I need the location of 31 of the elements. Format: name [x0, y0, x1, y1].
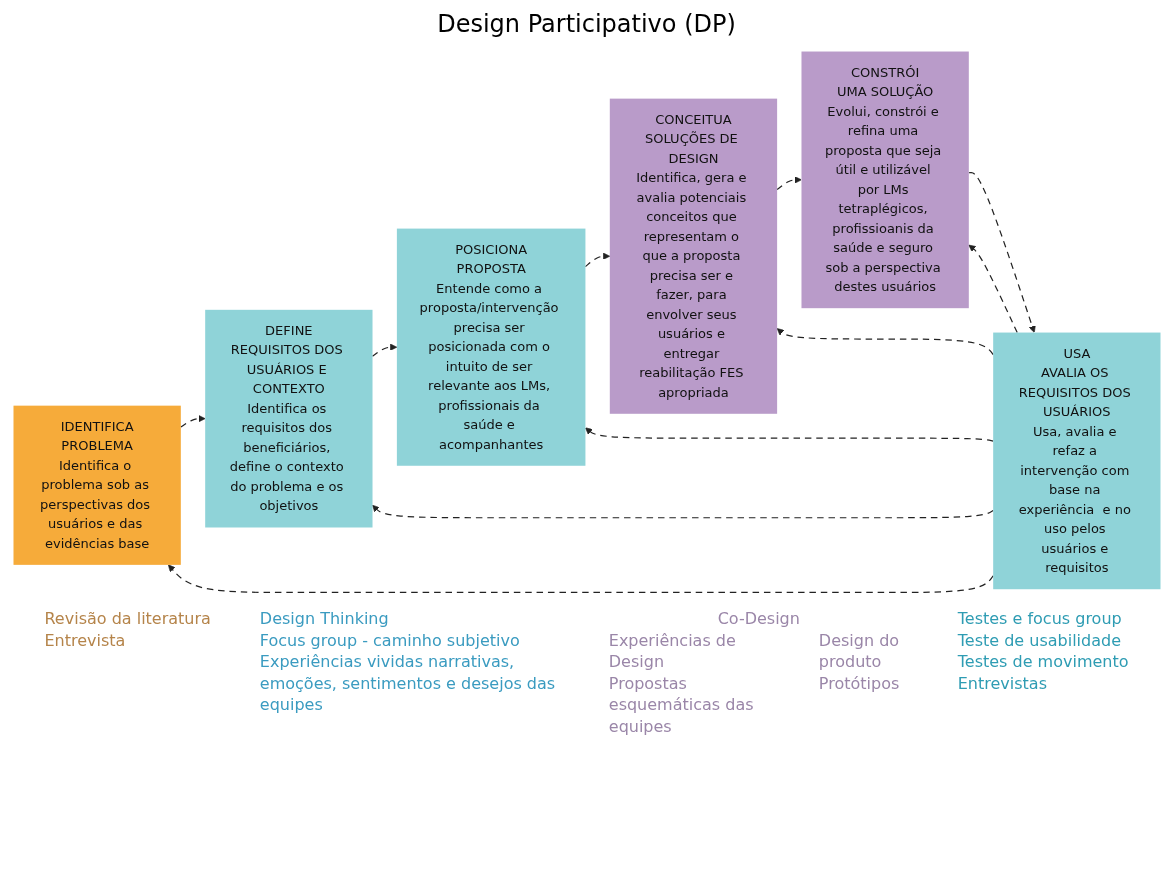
method-note: Design do produto — [818, 629, 901, 673]
arrow — [167, 564, 994, 594]
arrow — [179, 415, 205, 428]
arrow — [776, 328, 994, 356]
diagram-title: Design Participativo (DP) — [436, 10, 737, 38]
method-note: Design Thinking — [259, 608, 390, 630]
method-note: Testes e focus group — [957, 608, 1123, 630]
arrow — [776, 176, 802, 191]
method-note: Protótipos — [818, 672, 901, 695]
method-note: Experiências vividas narrativas, emoções, sentimentos e desejos das equipes — [259, 651, 557, 716]
method-note: Teste de usabilidade — [957, 629, 1122, 652]
arrow — [584, 252, 610, 268]
method-note: Propostas esquemáticas das equipes — [608, 672, 755, 738]
method-note: Testes de movimento — [957, 651, 1129, 673]
method-note: Co-Design — [716, 608, 801, 630]
method-note: Entrevista — [44, 629, 127, 652]
arrow — [371, 343, 397, 357]
method-note: Entrevistas — [957, 672, 1048, 695]
node-box: DEFINE REQUISITOS DOS USUÁRIOS E CONTEXTO Identifica os requisitos dos beneficiários, define o contexto do problema e os objetivos — [204, 309, 372, 528]
node-box: CONSTRÓI UMA SOLUÇÃO Evolui, constrói e refina uma proposta que seja útil e utilizável por LMs tetraplégicos, profissioanis da saúde e seguro sob a perspectiva destes usuários — [801, 51, 969, 309]
method-note: Experiências de Design — [608, 629, 737, 673]
node-box: IDENTIFICA PROBLEMA Identifica o problema sob as perspectivas dos usuários e das evidências base — [13, 405, 181, 565]
method-note: Revisão da literatura — [44, 608, 211, 630]
method-note: Focus group - caminho subjetivo — [259, 629, 521, 652]
node-box: POSICIONA PROPOSTA Entende como a proposta/intervenção precisa ser posicionada com o intuito de ser relevante aos LMs, profissionais da saúde e acompanhantes — [396, 228, 585, 466]
arrow — [371, 504, 994, 519]
arrow — [968, 244, 1018, 334]
node-box: USA AVALIA OS REQUISITOS DOS USUÁRIOS Usa, avalia e refaz a intervenção com base na experiência e no uso pelos usuários e requisitos — [992, 332, 1160, 590]
arrow — [967, 171, 1036, 333]
arrow — [584, 427, 994, 442]
node-box: CONCEITUA SOLUÇÕES DE DESIGN Identifica, gera e avalia potenciais conceitos que representam o que a proposta precisa ser e fazer, para envolver seus usuários e entregar reabilitação FES apropriada — [609, 98, 777, 414]
